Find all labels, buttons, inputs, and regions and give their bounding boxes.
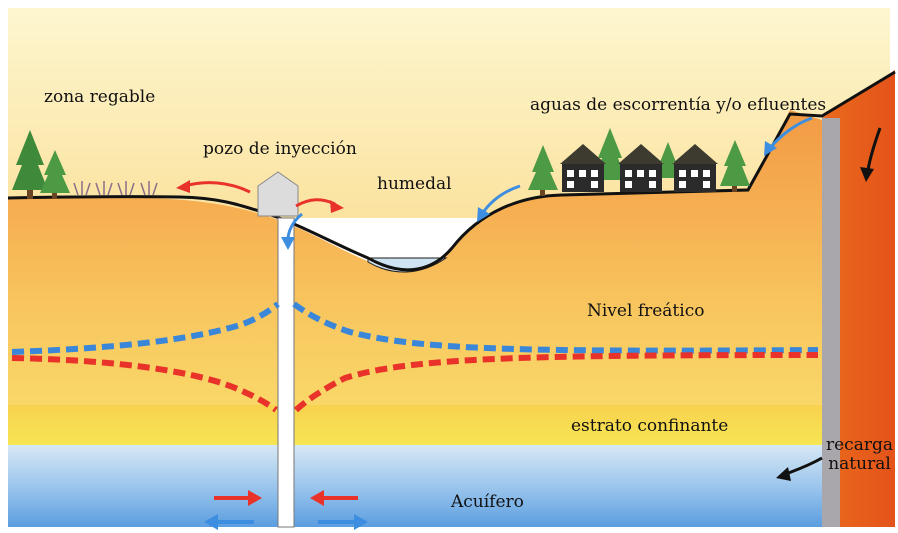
trees-left [12, 130, 70, 199]
label-confining-layer: estrato confinante [571, 416, 729, 436]
label-natural-recharge-line2: natural [828, 453, 891, 474]
water-table-raised-line [11, 301, 819, 355]
shrubs [73, 181, 158, 196]
wetland-water [367, 257, 448, 273]
surface-blue-arrows [281, 116, 813, 250]
recharge-wall [822, 70, 895, 527]
label-aquifer: Acuífero [451, 492, 524, 512]
houses [560, 144, 718, 192]
label-natural-recharge-line1: recarga [826, 435, 893, 455]
label-injection-well: pozo de inyección [203, 139, 357, 159]
recharge-channel [822, 118, 840, 527]
recharge-arrows [776, 127, 882, 481]
confining-layer [8, 405, 822, 447]
ground-surface-line [7, 70, 896, 272]
label-natural-recharge: recarga natural [826, 436, 893, 473]
injection-well-casing [277, 217, 295, 528]
aquifer-layer [8, 445, 822, 527]
label-water-table: Nivel freático [587, 301, 705, 321]
well-house [257, 171, 299, 217]
water-table-injection-line [11, 352, 819, 413]
surface-red-arrows [176, 180, 344, 213]
label-runoff: aguas de escorrentía y/o efluentes [530, 95, 827, 115]
label-wetland: humedal [377, 174, 452, 194]
aquifer-arrows [204, 490, 368, 530]
label-irrigation-zone: zona regable [44, 87, 156, 107]
